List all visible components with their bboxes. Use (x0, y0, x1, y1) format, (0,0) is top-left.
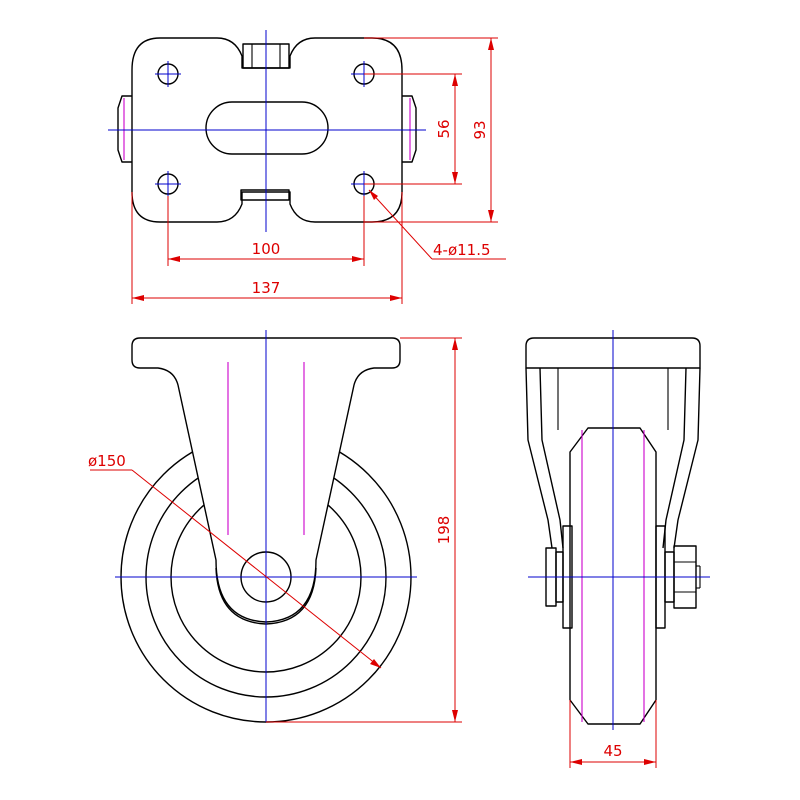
fork-leg-right (673, 367, 701, 549)
top-view-mounting-plate (108, 30, 426, 232)
dim-total-height: 198 (435, 516, 453, 545)
dim-wheel-width: 45 (603, 742, 622, 760)
dim-holes-callout: 4-ø11.5 (433, 241, 491, 259)
dim-wheel-diameter: ø150 (88, 452, 126, 470)
front-view-dimensions: ø150 198 (88, 337, 462, 723)
dim-plate-length: 93 (471, 120, 489, 139)
dim-plate-width: 137 (252, 279, 281, 297)
dim-hole-spacing-x: 100 (252, 240, 281, 258)
side-view-dimensions: 45 (569, 700, 657, 768)
top-view-dimensions: 56 93 100 137 4-ø11.5 (131, 37, 506, 304)
side-wheel (569, 427, 657, 725)
stem-bottom (240, 189, 290, 201)
dim-hole-spacing-y: 56 (435, 119, 453, 138)
center-slot (205, 101, 329, 155)
right-lug (402, 95, 417, 163)
fork-leg-left (525, 367, 553, 549)
side-view (525, 330, 710, 730)
left-lug (117, 95, 132, 163)
